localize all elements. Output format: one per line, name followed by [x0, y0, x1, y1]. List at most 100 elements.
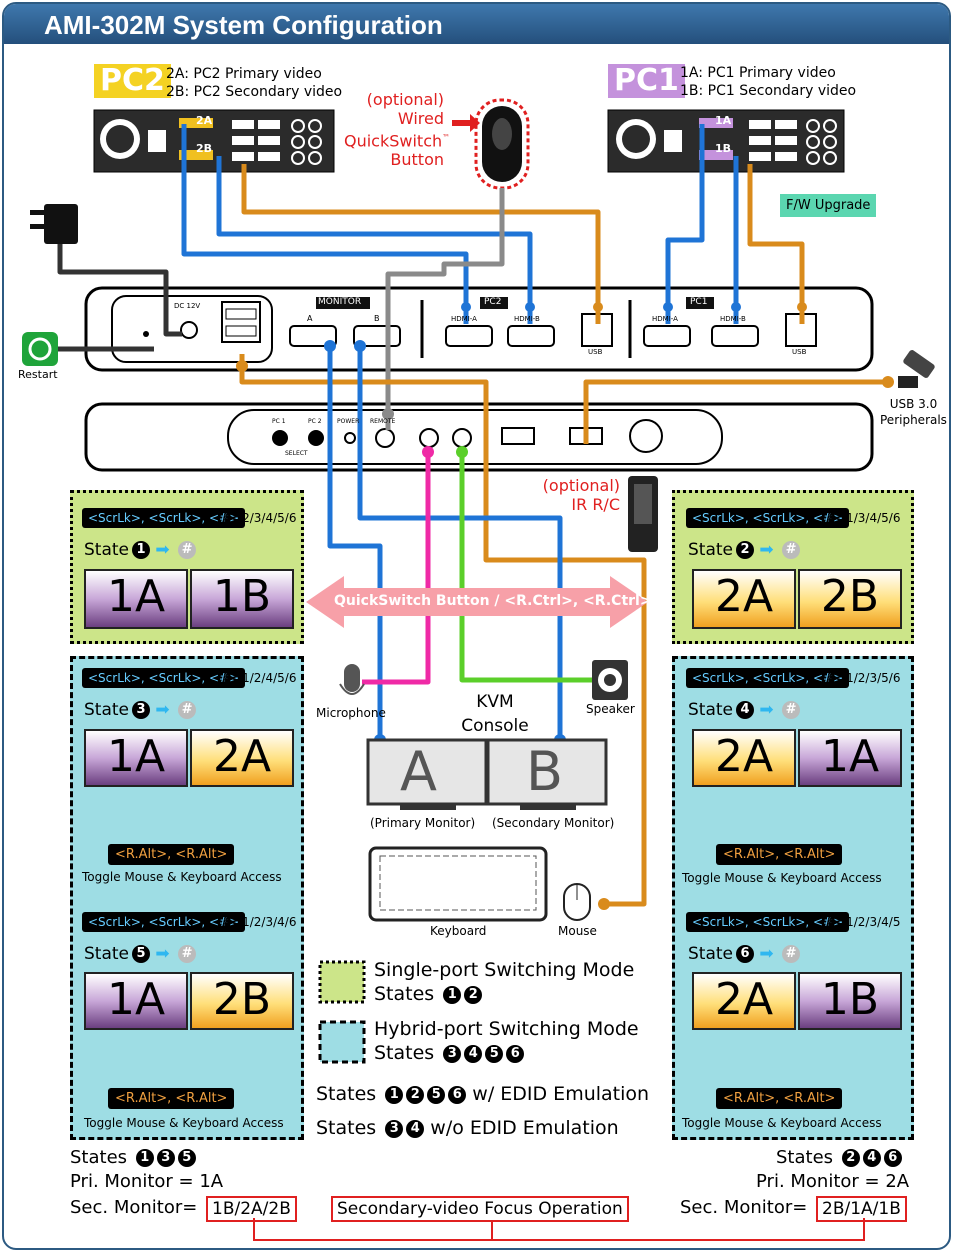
console-monitor-b: B	[526, 740, 564, 803]
pc1-port-b-label: 1B	[715, 142, 732, 155]
state6-hash: #	[782, 945, 801, 963]
pc2-port-a-label: 2A	[196, 114, 213, 127]
pc2-description: 2A: PC2 Primary video 2B: PC2 Secondary …	[166, 65, 342, 101]
pc2-desc-secondary: 2B: PC2 Secondary video	[166, 84, 343, 100]
pc2-port-b-label: 2B	[196, 142, 213, 155]
speaker-device	[592, 660, 628, 700]
bottom-left-primary: Pri. Monitor = 1A	[70, 1171, 224, 1192]
fw-upgrade-label: F/W Upgrade	[780, 194, 877, 217]
ir-optional: (optional)	[542, 476, 620, 495]
wires	[57, 124, 888, 907]
quickswitch-button-word: Button	[390, 150, 444, 170]
state2-hash: #	[782, 541, 801, 559]
kvm-rear-panel	[84, 286, 874, 372]
state5-monitor-right: 2B	[190, 972, 294, 1030]
state1-monitor-left: 1A	[84, 569, 188, 629]
back-usb-pc1: USB	[792, 348, 807, 356]
focus-bracket	[253, 1218, 865, 1241]
wire-quickswitch	[385, 188, 505, 430]
front-remote-label: REMOTE	[370, 418, 396, 425]
console-monitors	[366, 738, 608, 810]
state4-arrow: ➡	[759, 700, 774, 720]
dc-label: DC 12V	[174, 302, 201, 310]
restart-label: Restart	[18, 368, 58, 381]
state2-hotkey: <ScrLk>, <ScrLk>, <#>	[686, 508, 850, 528]
secondary-monitor-label: (Secondary Monitor)	[492, 816, 615, 830]
console-line2: Console	[461, 716, 529, 736]
quickswitch-label: (optional) Wired QuickSwitch™ Button	[344, 90, 450, 170]
front-pc1-label: PC 1	[272, 418, 286, 425]
state3-monitor-right: 2A	[190, 729, 294, 787]
primary-monitor-label: (Primary Monitor)	[370, 816, 476, 830]
quickswitch-banner-arrow	[306, 576, 648, 628]
state5-hash: #	[178, 945, 197, 963]
state6-number: 6	[736, 945, 754, 963]
mouse-device	[563, 883, 591, 921]
back-pc1-hdmi-b: HDMI-B	[720, 315, 746, 323]
wire-pc2-usb	[241, 164, 601, 324]
state4-nums: #=1/2/3/5/6	[826, 671, 901, 685]
microphone-label: Microphone	[316, 706, 386, 720]
state2-number: 2	[736, 541, 754, 559]
mouse-label: Mouse	[558, 924, 597, 938]
state4-toggle-key: <R.Alt>, <R.Alt>	[716, 844, 843, 865]
quickswitch-tm: ™	[442, 133, 451, 142]
usb-peripherals-line1: USB 3.0	[889, 397, 938, 411]
state5-nums: #=1/2/3/4/6	[222, 915, 297, 929]
state6-arrow: ➡	[759, 944, 774, 964]
state6-monitor-left: 2A	[692, 972, 796, 1030]
pc1-desc-primary: 1A: PC1 Primary video	[680, 65, 836, 81]
state3-monitor-left: 1A	[84, 729, 188, 787]
state3-number: 3	[132, 701, 150, 719]
state4-number: 4	[736, 701, 754, 719]
wire-mic	[362, 448, 431, 685]
state3-hash: #	[178, 701, 197, 719]
usb-peripherals-line2: Peripherals	[880, 413, 947, 427]
state6-toggle-key: <R.Alt>, <R.Alt>	[716, 1088, 843, 1109]
state4-hash: #	[782, 701, 801, 719]
wire-pc1-usb	[747, 164, 805, 324]
pc2-desc-primary: 2A: PC2 Primary video	[166, 66, 322, 82]
state5-arrow: ➡	[155, 944, 170, 964]
pc1-port-a-label: 1A	[715, 114, 732, 127]
power-adapter	[30, 204, 78, 244]
state1-nums: #=2/3/4/5/6	[222, 511, 297, 525]
state6-hotkey: <ScrLk>, <ScrLk>, <#>	[686, 912, 850, 932]
state3-toggle-text: Toggle Mouse & Keyboard Access	[82, 870, 282, 884]
pc1-description: 1A: PC1 Primary video 1B: PC1 Secondary …	[680, 64, 856, 100]
quickswitch-banner-text: QuickSwitch Button / <R.Ctrl>, <R.Ctrl>	[334, 593, 652, 609]
state5-hotkey: <ScrLk>, <ScrLk>, <#>	[82, 912, 246, 932]
legend-hybrid-states: States	[374, 1042, 435, 1064]
state1-monitor-right: 1B	[190, 569, 294, 629]
console-line1: KVM	[476, 692, 514, 712]
bottom-left-secondary-value: 1B/2A/2B	[206, 1196, 297, 1222]
state4-toggle-text: Toggle Mouse & Keyboard Access	[682, 871, 882, 885]
restart-button-device	[22, 332, 58, 366]
ir-name: IR R/C	[571, 495, 620, 514]
wire-mouse	[239, 354, 647, 907]
state6-toggle-text: Toggle Mouse & Keyboard Access	[682, 1116, 882, 1130]
ir-remote	[628, 476, 658, 552]
quickswitch-button-device	[452, 98, 530, 190]
quickswitch-optional: (optional)	[366, 90, 444, 109]
state1-hotkey: <ScrLk>, <ScrLk>, <#>	[82, 508, 246, 528]
speaker-label: Speaker	[586, 702, 635, 716]
wire-speaker	[459, 448, 596, 683]
bottom-left-secondary: Sec. Monitor=	[70, 1197, 198, 1218]
keyboard-device	[368, 846, 548, 922]
usb-stick	[898, 350, 935, 388]
title-bar: AMI-302M System Configuration	[4, 4, 949, 44]
keyboard-label: Keyboard	[430, 924, 487, 938]
back-usb-pc2: USB	[588, 348, 603, 356]
back-pc2-label: PC2	[484, 297, 502, 307]
monitor-b-label: B	[374, 314, 380, 323]
back-pc2-hdmi-a: HDMI-A	[451, 315, 477, 323]
